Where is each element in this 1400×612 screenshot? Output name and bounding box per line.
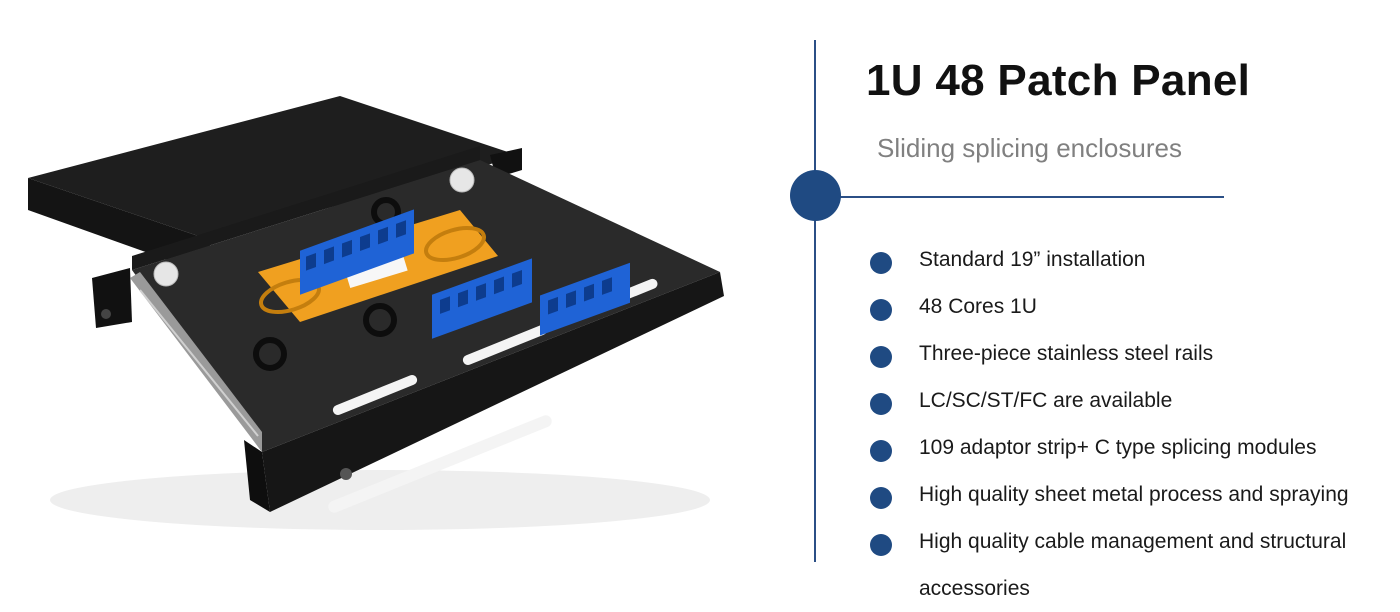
bullet-icon (870, 346, 892, 368)
feature-text: High quality sheet metal process and spr… (919, 483, 1349, 506)
mounting-ear-left (92, 268, 132, 328)
feature-item: 109 adaptor strip+ C type splicing modul… (870, 434, 1395, 471)
accent-dot (790, 170, 841, 221)
vertical-divider (814, 40, 816, 562)
bullet-icon (870, 299, 892, 321)
bullet-icon (870, 252, 892, 274)
feature-text: 109 adaptor strip+ C type splicing modul… (919, 436, 1317, 459)
feature-item: 48 Cores 1U (870, 293, 1395, 330)
bullet-icon (870, 393, 892, 415)
feature-text: 48 Cores 1U (919, 295, 1037, 318)
horizontal-divider (836, 196, 1224, 198)
feature-item: Standard 19” installation (870, 246, 1395, 283)
feature-item: High quality cable management and struct… (870, 528, 1395, 612)
feature-item: LC/SC/ST/FC are available (870, 387, 1395, 424)
page-subtitle: Sliding splicing enclosures (877, 133, 1182, 163)
cable-slot (328, 415, 552, 513)
feature-text: Standard 19” installation (919, 248, 1146, 271)
bullet-icon (870, 440, 892, 462)
drawer-front-lip (244, 440, 270, 512)
cable-grommet (449, 167, 475, 193)
feature-text: LC/SC/ST/FC are available (919, 389, 1173, 412)
chassis-lid (28, 96, 520, 240)
cable-grommet (153, 261, 179, 287)
bullet-icon (870, 487, 892, 509)
drawer-floor (132, 160, 720, 452)
front-screw (340, 468, 352, 480)
cable-slot (332, 375, 418, 415)
cable-slot (462, 325, 548, 365)
drawer-back-wall (132, 146, 480, 270)
feature-text: High quality cable management and struct… (919, 530, 1347, 600)
feature-item: High quality sheet metal process and spr… (870, 481, 1395, 518)
product-image (28, 96, 724, 530)
bullet-icon (870, 534, 892, 556)
page-title: 1U 48 Patch Panel (866, 56, 1251, 105)
feature-item: Three-piece stainless steel rails (870, 340, 1395, 377)
drawer-front-panel (262, 272, 724, 512)
feature-text: Three-piece stainless steel rails (919, 342, 1214, 365)
